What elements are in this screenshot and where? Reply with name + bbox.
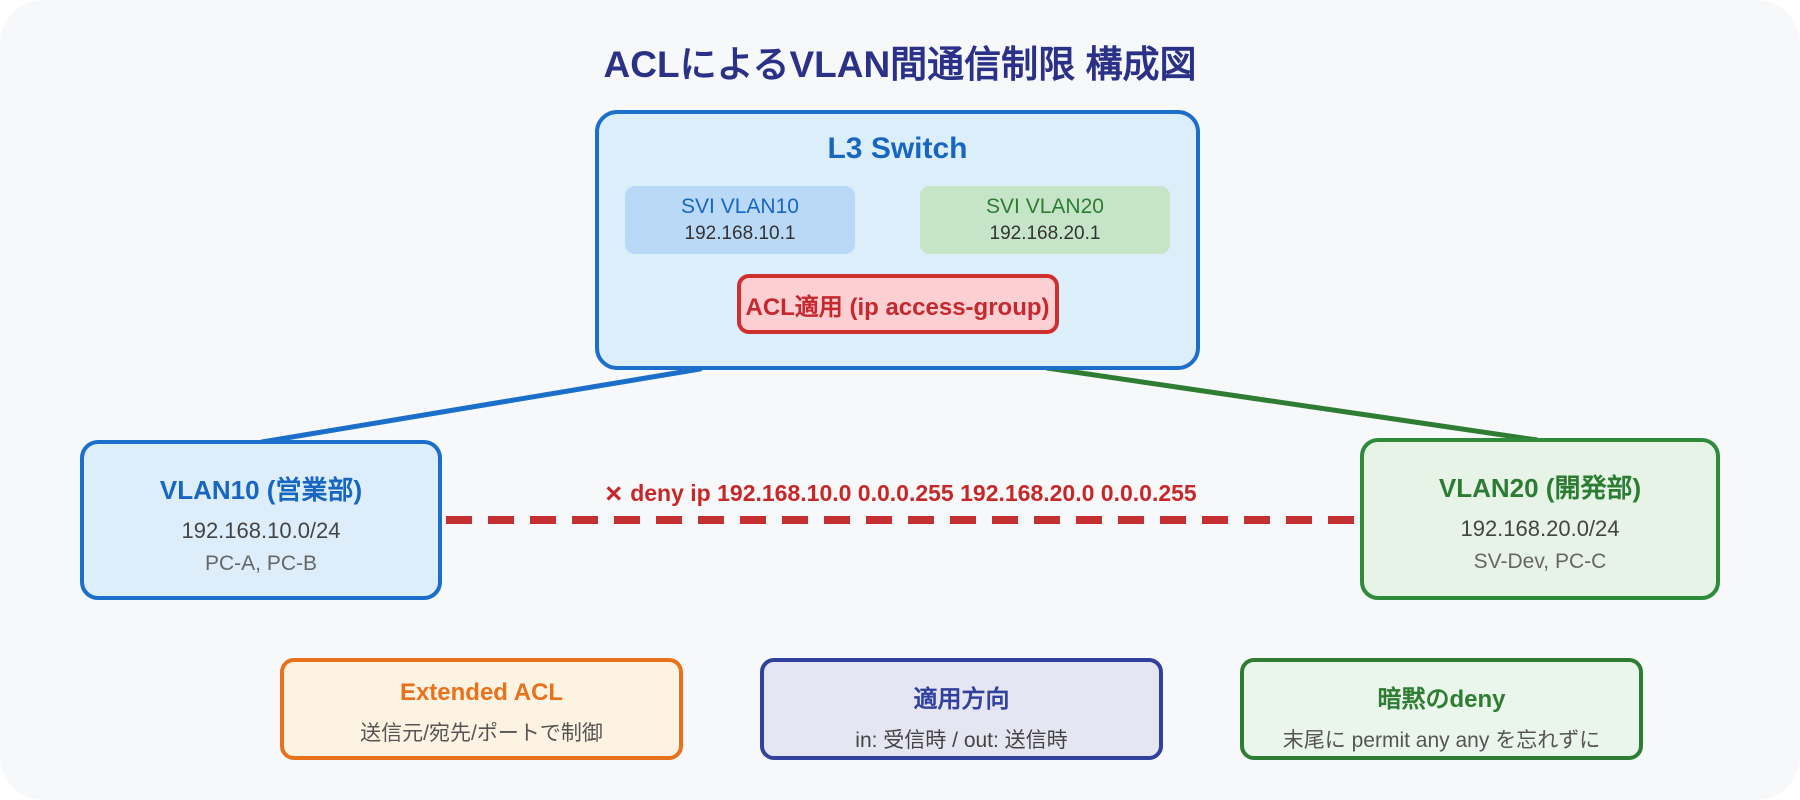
note-extended-acl-title: Extended ACL (399, 679, 564, 706)
svi-vlan20-node: SVI VLAN20 192.168.20.1 (920, 186, 1170, 254)
deny-x-icon: × (605, 478, 623, 510)
l3-switch-node: L3 Switch SVI VLAN10 192.168.10.1 SVI VL… (595, 110, 1200, 370)
note-implicit-deny: 暗黙のdeny 末尾に permit any any を忘れずに (1240, 658, 1643, 760)
diagram-title: ACLによるVLAN間通信制限 構成図 (603, 44, 1197, 85)
link-l3-to-vlan20 (1044, 365, 1540, 443)
link-l3-to-vlan10 (259, 366, 703, 445)
svi-vlan20-label: SVI VLAN20 (986, 195, 1104, 218)
note-extended-acl-body: 送信元/宛先/ポートで制御 (360, 722, 603, 745)
note-apply-direction: 適用方向 in: 受信時 / out: 送信時 (760, 658, 1163, 760)
note-implicit-deny-body: 末尾に permit any any を忘れずに (1282, 729, 1601, 752)
vlan10-title: VLAN10 (営業部) (159, 475, 363, 505)
vlan20-hosts: SV-Dev, PC-C (1473, 550, 1607, 573)
vlan10-hosts: PC-A, PC-B (204, 552, 317, 575)
svi-vlan10-label: SVI VLAN10 (681, 195, 799, 218)
note-implicit-deny-title: 暗黙のdeny (1377, 686, 1506, 713)
vlan20-node: VLAN20 (開発部) 192.168.20.0/24 SV-Dev, PC-… (1360, 438, 1720, 600)
note-apply-direction-title: 適用方向 (913, 686, 1010, 713)
svi-vlan10-ip: 192.168.10.1 (684, 223, 796, 244)
acl-apply-badge: ACL適用 (ip access-group) (736, 274, 1059, 334)
l3-switch-title: L3 Switch (827, 132, 968, 165)
svi-vlan10-node: SVI VLAN10 192.168.10.1 (625, 186, 855, 254)
deny-rule-text: deny ip 192.168.10.0 0.0.0.255 192.168.2… (630, 480, 1197, 506)
note-apply-direction-body: in: 受信時 / out: 送信時 (855, 729, 1068, 752)
note-extended-acl: Extended ACL 送信元/宛先/ポートで制御 (280, 658, 683, 760)
vlan20-subnet: 192.168.20.0/24 (1460, 516, 1620, 541)
vlan10-subnet: 192.168.10.0/24 (181, 518, 341, 543)
vlan10-node: VLAN10 (営業部) 192.168.10.0/24 PC-A, PC-B (80, 440, 442, 600)
svi-vlan20-ip: 192.168.20.1 (989, 223, 1101, 244)
vlan20-title: VLAN20 (開発部) (1438, 473, 1642, 503)
deny-rule-label: × deny ip 192.168.10.0 0.0.0.255 192.168.… (446, 478, 1356, 511)
svi-row: SVI VLAN10 192.168.10.1 SVI VLAN20 192.1… (599, 186, 1196, 254)
